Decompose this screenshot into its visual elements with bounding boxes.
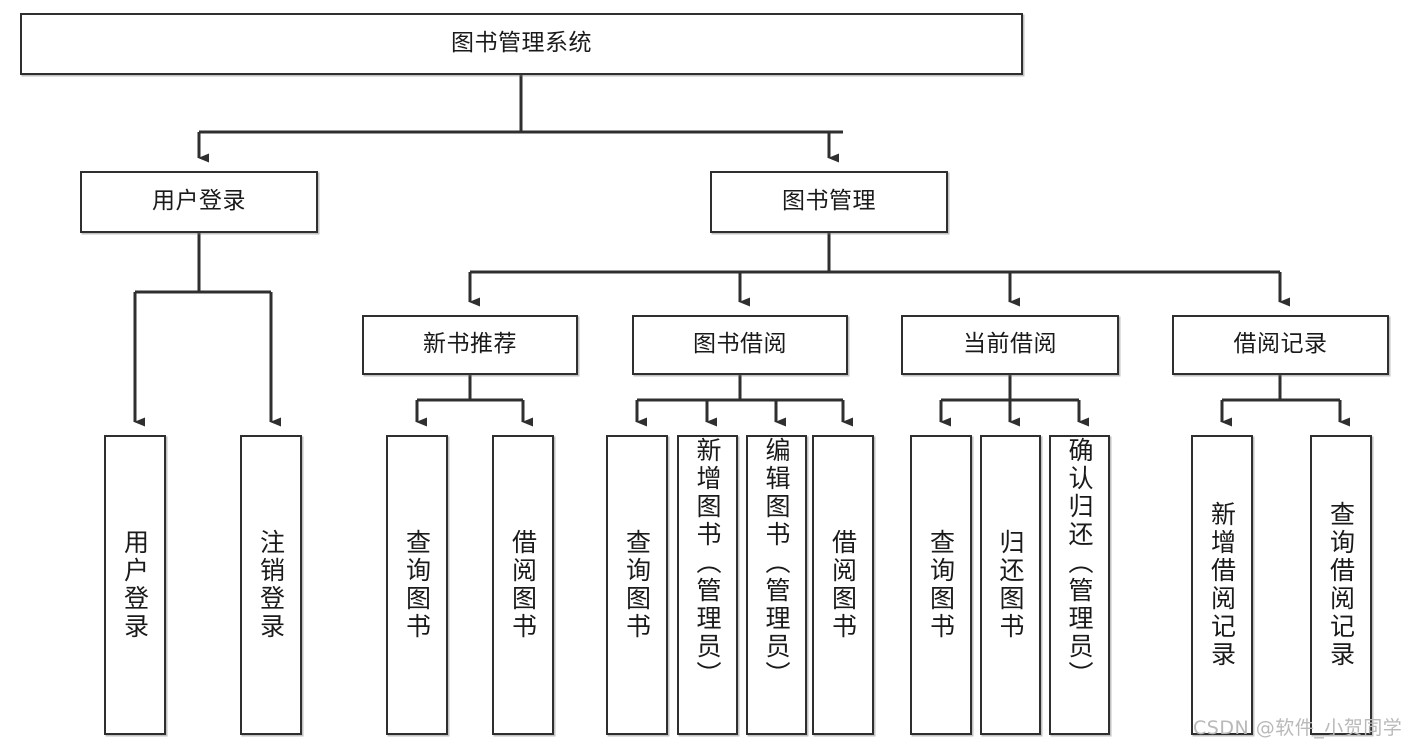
node-label: 新增图书（管理员） <box>693 437 722 689</box>
leaf-query-book-borrow[interactable]: 查询图书 <box>606 435 668 735</box>
node-label: 查询图书 <box>402 529 432 641</box>
csdn-watermark: CSDN @软件_小贺同学 <box>1193 717 1403 739</box>
node-label: 图书借阅 <box>693 331 787 358</box>
leaf-borrow-book-borrow[interactable]: 借阅图书 <box>812 435 874 735</box>
node-label: 查询借阅记录 <box>1326 501 1356 669</box>
leaf-edit-book-admin[interactable]: 编辑图书（管理员） <box>746 435 807 735</box>
leaf-query-borrow-record[interactable]: 查询借阅记录 <box>1310 435 1372 735</box>
node-label: 查询图书 <box>622 529 652 641</box>
leaf-logout-login[interactable]: 注销登录 <box>240 435 302 735</box>
node-user-login[interactable]: 用户登录 <box>80 171 318 233</box>
node-root-system[interactable]: 图书管理系统 <box>20 13 1023 75</box>
node-book-borrow[interactable]: 图书借阅 <box>632 315 848 375</box>
leaf-borrow-book-rec[interactable]: 借阅图书 <box>492 435 554 735</box>
node-new-book-rec[interactable]: 新书推荐 <box>362 315 578 375</box>
node-label: 编辑图书（管理员） <box>762 437 791 689</box>
node-label: 图书管理系统 <box>451 30 592 57</box>
node-label: 借阅图书 <box>828 529 858 641</box>
node-label: 借阅记录 <box>1233 331 1328 358</box>
leaf-return-book[interactable]: 归还图书 <box>980 435 1041 735</box>
node-label: 归还图书 <box>996 529 1025 641</box>
node-label: 借阅图书 <box>508 529 538 641</box>
node-label: 查询图书 <box>926 529 956 641</box>
node-label: 用户登录 <box>120 529 150 641</box>
node-borrow-record[interactable]: 借阅记录 <box>1172 315 1389 375</box>
node-label: 新书推荐 <box>423 331 517 358</box>
node-label: 新增借阅记录 <box>1207 501 1237 669</box>
node-label: 图书管理 <box>782 188 876 215</box>
node-book-manage[interactable]: 图书管理 <box>710 171 948 233</box>
node-current-borrow[interactable]: 当前借阅 <box>901 315 1119 375</box>
leaf-add-book-admin[interactable]: 新增图书（管理员） <box>677 435 738 735</box>
node-label: 注销登录 <box>256 529 286 641</box>
node-label: 当前借阅 <box>963 331 1057 358</box>
node-label: 用户登录 <box>152 188 246 215</box>
leaf-user-login[interactable]: 用户登录 <box>104 435 166 735</box>
leaf-query-book-current[interactable]: 查询图书 <box>910 435 972 735</box>
leaf-add-borrow-record[interactable]: 新增借阅记录 <box>1191 435 1253 735</box>
leaf-query-book-rec[interactable]: 查询图书 <box>386 435 448 735</box>
node-label: 确认归还（管理员） <box>1065 437 1094 689</box>
leaf-confirm-return-admin[interactable]: 确认归还（管理员） <box>1049 435 1110 735</box>
